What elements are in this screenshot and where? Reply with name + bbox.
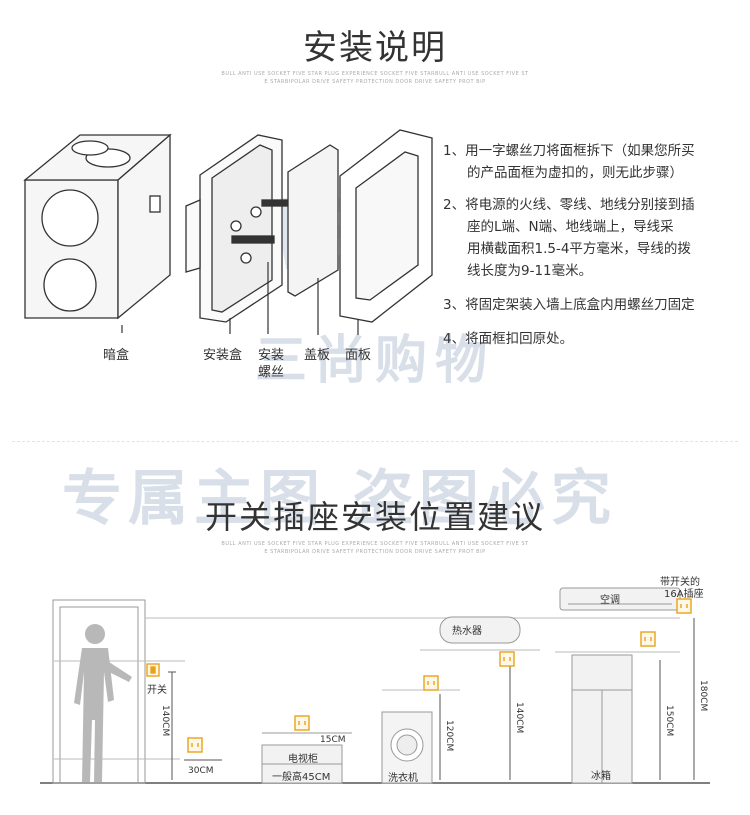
step-2-line-3: 用横截面积1.5-4平方毫米，导线的拨	[467, 241, 691, 257]
step-2-line-4: 线长度为9-11毫米。	[467, 263, 593, 279]
label-fridge: 冰箱	[591, 771, 611, 782]
label-180: 180CM	[698, 680, 708, 712]
watermark-exclusive: 专属主图 盗图必究	[62, 464, 617, 534]
step-1-line-2: 的产品面框为虚扣的，则无此步骤）	[467, 165, 683, 181]
tv-stand	[261, 744, 343, 784]
section-divider	[12, 441, 738, 442]
label-screw-1: 安装	[258, 348, 285, 363]
label-switched-socket-2: 16A插座	[664, 589, 704, 600]
section2-title: 开关插座安装位置建议	[204, 498, 545, 536]
label-140-switch: 140CM	[160, 705, 170, 737]
label-ac: 空调	[600, 595, 620, 606]
label-screw-2: 螺丝	[258, 365, 285, 380]
socket-icon-washer	[423, 675, 439, 691]
step-2-line-2: 座的L端、N端、地线端上，导线采	[467, 219, 674, 235]
step-4: 4、将面框扣回原处。	[443, 328, 743, 350]
label-cover: 盖板	[304, 348, 331, 363]
socket-icon-fridge	[640, 631, 656, 647]
watermark-shop: 三尚购物	[255, 331, 496, 391]
person-silhouette	[74, 624, 132, 782]
concealed-box-drawing	[23, 133, 172, 320]
label-140-heater: 140CM	[514, 702, 524, 734]
label-panel: 面板	[345, 348, 372, 363]
section2-subtitle-2: E STARBIPOLAR DRIVE SAFETY PROTECTION DO…	[264, 549, 486, 555]
cover-plate-drawing	[287, 144, 339, 297]
socket-icon-heater	[499, 651, 515, 667]
label-switch: 开关	[147, 685, 167, 696]
step-3-line-1: 3、将固定架装入墙上底盒内用螺丝刀固定	[443, 297, 695, 313]
label-tv-stand: 电视柜	[288, 754, 318, 765]
step-1-line-1: 1、用一字螺丝刀将面框拆下（如果您所买	[443, 143, 695, 159]
socket-icon-tv	[294, 715, 310, 731]
label-15: 15CM	[320, 735, 346, 745]
section1-subtitle-2: E STARBIPOLAR DRIVE SAFETY PROTECTION DO…	[264, 79, 486, 85]
socket-icon-30cm	[187, 737, 203, 753]
step-4-line-1: 4、将面框扣回原处。	[443, 331, 574, 347]
label-30: 30CM	[188, 766, 214, 776]
label-switched-socket-1: 带开关的	[660, 577, 700, 588]
height-guides	[54, 617, 680, 760]
label-120: 120CM	[444, 720, 454, 752]
door-frame	[52, 599, 146, 784]
air-conditioner	[559, 587, 681, 611]
mount-box-drawing	[185, 134, 291, 323]
dim-line-140-switch	[168, 671, 176, 780]
socket-icon-ac	[676, 598, 692, 614]
step-1: 1、用一字螺丝刀将面框拆下（如果您所买 的产品面框为虚扣的，则无此步骤）	[443, 140, 743, 184]
washing-machine	[381, 711, 433, 784]
water-heater	[439, 616, 521, 644]
label-mount-box: 安装盒	[203, 348, 243, 363]
step-3: 3、将固定架装入墙上底盒内用螺丝刀固定	[443, 294, 743, 316]
fridge	[571, 654, 633, 784]
label-washer: 洗衣机	[388, 773, 418, 784]
socket-icon-switch	[146, 663, 160, 677]
step-2-line-1: 2、将电源的火线、零线、地线分别接到插	[443, 197, 695, 213]
step-2: 2、将电源的火线、零线、地线分别接到插 座的L端、N端、地线端上，导线采 用横截…	[443, 194, 743, 282]
section2-subtitle-1: BULL ANTI USE SOCKET FIVE STAR PLUG EXPE…	[221, 541, 529, 547]
section1-subtitle-1: BULL ANTI USE SOCKET FIVE STAR PLUG EXPE…	[221, 71, 529, 77]
label-tv-height: 一般高45CM	[272, 772, 331, 783]
label-150: 150CM	[664, 705, 674, 737]
socket-exploded-diagram	[23, 129, 433, 335]
label-concealed-box: 暗盒	[103, 348, 130, 363]
section1-title: 安装说明	[303, 28, 447, 68]
panel-drawing	[339, 129, 433, 323]
label-water-heater: 热水器	[452, 626, 482, 637]
